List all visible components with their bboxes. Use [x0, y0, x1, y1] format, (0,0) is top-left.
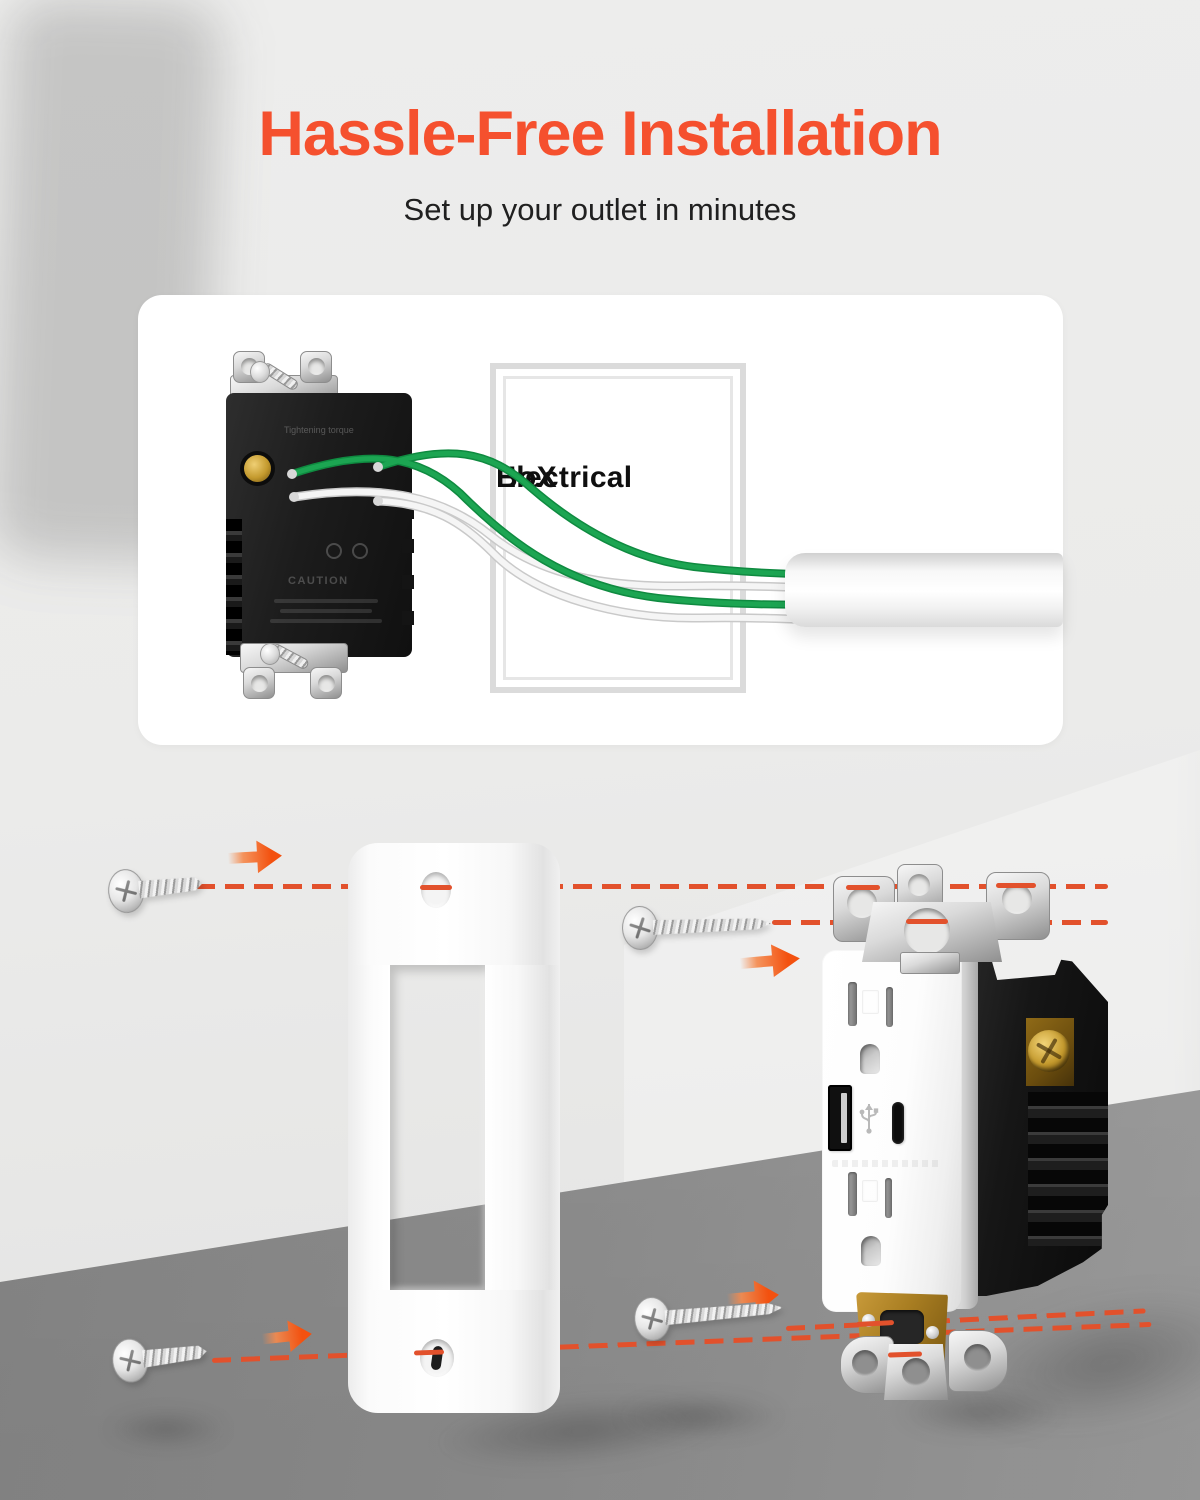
tr-emboss [862, 990, 879, 1014]
device-terminal-notch [402, 611, 414, 625]
wall-plate-left [348, 965, 390, 1290]
brass-terminal-screw [1028, 1030, 1070, 1072]
device-fine-print [270, 619, 382, 623]
tr-emboss [862, 1180, 878, 1202]
green-wire [289, 456, 841, 608]
green-wire [375, 450, 841, 578]
device-marking-top: Tightening torque [284, 425, 354, 435]
strap-stem [900, 952, 960, 974]
strap-tab-hole [908, 874, 930, 896]
wall-plate-opening [390, 965, 485, 1290]
wall-plate-top [348, 843, 560, 965]
wire-ferrule [287, 469, 297, 479]
certification-mark-icon [326, 543, 342, 559]
screw-shadow [104, 1412, 228, 1446]
page-subtitle: Set up your outlet in minutes [403, 192, 797, 227]
screw-shadow [616, 1396, 786, 1436]
strap-tab-hole [902, 1358, 930, 1386]
dash-over-strap-hole [906, 919, 948, 924]
device-fine-print [274, 599, 378, 603]
receptacle-slot [848, 982, 857, 1026]
outlet-body-black [952, 958, 1108, 1296]
usb-c-port [892, 1102, 904, 1144]
strap-hole [251, 675, 268, 692]
wire-ferrule [289, 492, 299, 502]
plate-screw-hole-top [421, 872, 451, 908]
device-heat-sink-fins [226, 519, 242, 655]
dash-over-plate-hole [420, 885, 452, 890]
strap-center-hole [904, 908, 950, 954]
usb-outlet-face [822, 950, 962, 1312]
dash-over-plate-hole [413, 1349, 445, 1356]
wiring-diagram-card: Electrical BoX Tightening torque CAUTION [138, 295, 1063, 745]
wire-ferrule [373, 462, 383, 472]
screw-shaft [138, 874, 204, 900]
strap-ear-hole [1002, 884, 1032, 914]
strap-hole [318, 675, 335, 692]
dashed-guide-line-top-1 [196, 884, 1108, 889]
certification-mark-icon [352, 543, 368, 559]
strap-rivet [926, 1326, 939, 1339]
wire-ferrule [373, 496, 383, 506]
screw-shaft [142, 1342, 208, 1369]
ground-hole [861, 1236, 881, 1266]
strap-screw-head [260, 643, 280, 665]
strap-ear-hole [852, 1350, 878, 1376]
cable-sleeve [785, 553, 1063, 627]
usb-a-tongue [841, 1093, 847, 1143]
wall-plate-right [485, 965, 560, 1290]
screw-shaft [653, 915, 771, 935]
device-marking-caution: CAUTION [288, 575, 349, 587]
dash-over-strap-hole [846, 885, 880, 890]
receptacle-slot [886, 987, 893, 1027]
device-terminal-notch [402, 575, 414, 589]
outlet-heat-sink-fins [1028, 1092, 1108, 1246]
strap-screw-head [250, 361, 270, 383]
page-title: Hassle-Free Installation [258, 99, 942, 169]
strap-ear-hole [964, 1344, 991, 1371]
strap-tab [300, 351, 332, 383]
strap-hole [308, 358, 325, 375]
ground-hole [860, 1044, 880, 1074]
dash-over-strap-hole [996, 883, 1036, 888]
receptacle-slot [885, 1178, 892, 1218]
brass-terminal-plate [1026, 1018, 1074, 1086]
mounting-screw-long [621, 901, 771, 951]
wall-plate-bottom [348, 1290, 560, 1413]
device-fine-print [280, 609, 372, 613]
wiring-wires [287, 449, 843, 626]
device-brass-terminal-screw [244, 455, 271, 482]
faint-rating-emboss [832, 1160, 940, 1167]
device-terminal-notch [402, 539, 414, 553]
receptacle-slot [848, 1172, 857, 1216]
usb-icon [859, 1104, 879, 1134]
electrical-box: Electrical BoX [490, 363, 746, 693]
screw-shaft [664, 1300, 783, 1326]
outlet-back-device: Tightening torque CAUTION [226, 393, 414, 657]
white-wire [375, 498, 841, 624]
usb-a-port [828, 1085, 852, 1151]
